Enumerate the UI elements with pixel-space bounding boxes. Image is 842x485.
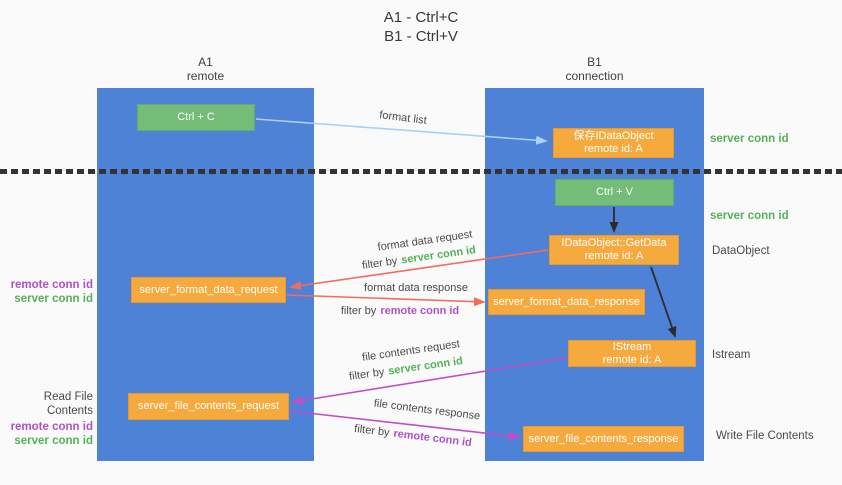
node-ctrl-c-label: Ctrl + C: [177, 111, 215, 123]
node-save-idataobject-line1: 保存IDataObject: [573, 130, 654, 142]
node-server-format-data-response-label: server_format_data_response: [493, 295, 640, 308]
node-ctrl-v-label: Ctrl + V: [596, 186, 633, 198]
annotation-istream: Istream: [712, 349, 751, 361]
annotation-server-conn-id-top: server conn id: [710, 133, 789, 145]
node-server-file-contents-response-label: server_file_contents_response: [528, 432, 679, 445]
edge-label-format-data-response: format data response: [364, 282, 468, 294]
lane-a1-subtitle: remote: [186, 68, 225, 83]
node-server-format-data-request-label: server_format_data_request: [139, 283, 278, 296]
annotation-server-conn-id-1: server conn id: [14, 293, 93, 305]
lane-header-a1: A1 remote: [97, 55, 314, 84]
lane-a1-title: A1: [198, 55, 213, 69]
edge-label-file-contents-response: file contents response: [373, 397, 481, 423]
annotation-block-file-conn-ids: Read File Contents remote conn id server…: [0, 390, 93, 448]
node-save-idataobject: 保存IDataObject remote id: A: [553, 128, 674, 158]
edge-label-format-list: format list: [378, 109, 428, 127]
node-save-idataobject-line2: remote id: A: [584, 143, 643, 155]
session-divider-dotted-line: [0, 169, 842, 174]
annotation-dataobject: DataObject: [712, 245, 770, 257]
title-line-1: A1 - Ctrl+C: [383, 9, 459, 26]
filter-by-text: filter by: [353, 422, 391, 440]
node-idataobject-getdata: IDataObject::GetData remote id: A: [549, 235, 679, 265]
annotation-server-conn-id-mid: server conn id: [710, 210, 789, 222]
node-istream-line1: IStream: [612, 340, 652, 353]
lane-b1-subtitle: connection: [565, 68, 624, 83]
annotation-write-file-contents: Write File Contents: [716, 430, 814, 442]
lane-b1-title: B1: [587, 55, 602, 69]
annotation-remote-conn-id-2: remote conn id: [10, 421, 93, 433]
remote-conn-id-text: remote conn id: [392, 427, 473, 450]
node-server-file-contents-response: server_file_contents_response: [523, 426, 684, 452]
node-server-file-contents-request-label: server_file_contents_request: [137, 400, 280, 412]
annotation-block-format-conn-ids: remote conn id server conn id: [0, 278, 93, 306]
node-ctrl-c: Ctrl + C: [137, 104, 255, 131]
node-server-file-contents-request: server_file_contents_request: [128, 393, 289, 420]
filter-by-text: filter by: [340, 305, 377, 317]
annotation-read-file-contents: Read File Contents: [43, 391, 93, 417]
diagram-title: A1 - Ctrl+C B1 - Ctrl+V: [0, 9, 842, 47]
lane-header-b1: B1 connection: [485, 55, 704, 84]
node-istream: IStream remote id: A: [568, 340, 696, 367]
node-ctrl-v: Ctrl + V: [555, 179, 674, 206]
node-server-format-data-request: server_format_data_request: [131, 277, 286, 303]
remote-conn-id-text: remote conn id: [380, 305, 460, 317]
annotation-server-conn-id-2: server conn id: [14, 435, 93, 447]
filter-by-text: filter by: [348, 366, 386, 383]
node-server-format-data-response: server_format_data_response: [488, 289, 645, 315]
node-idataobject-getdata-line2: remote id: A: [584, 250, 644, 262]
node-istream-line2: remote id: A: [602, 353, 662, 366]
node-idataobject-getdata-line1: IDataObject::GetData: [561, 237, 667, 249]
title-line-2: B1 - Ctrl+V: [384, 27, 458, 45]
annotation-remote-conn-id-1: remote conn id: [10, 279, 93, 291]
arrow-format-data-response: [286, 294, 486, 307]
filter-by-text: filter by: [361, 255, 399, 272]
